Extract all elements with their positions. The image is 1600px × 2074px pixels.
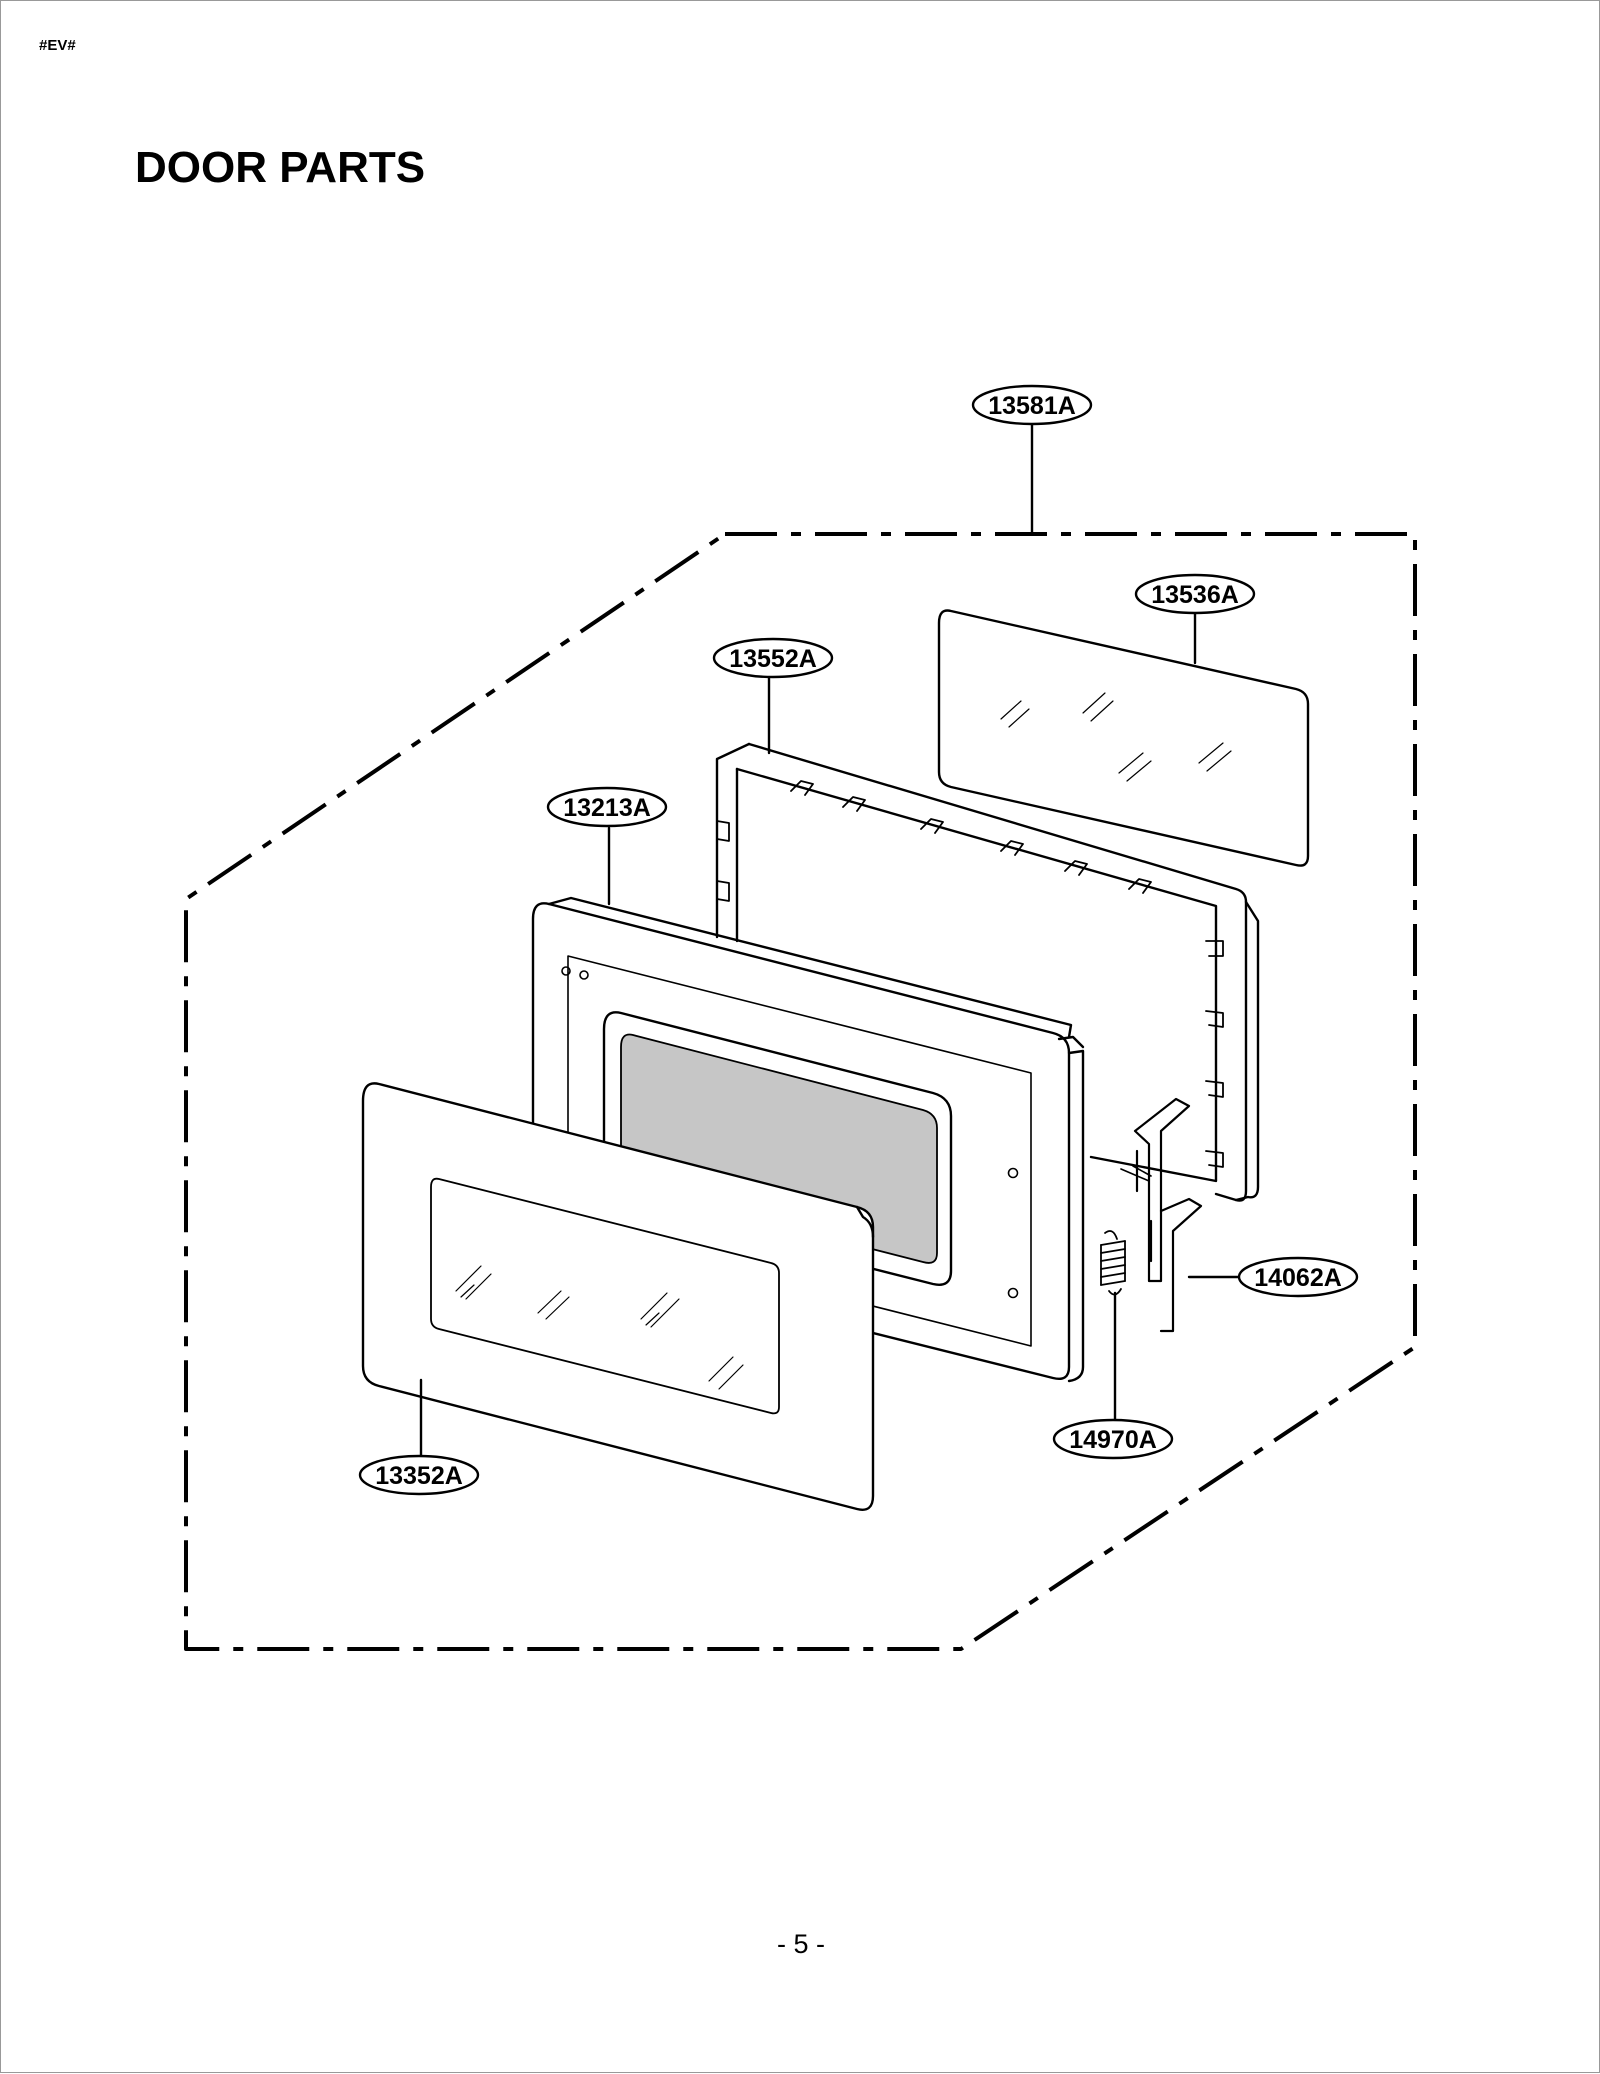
callout-13552A: 13552A (712, 637, 834, 679)
callout-label: 13552A (729, 645, 817, 673)
callout-13213A: 13213A (546, 786, 668, 828)
callout-13536A: 13536A (1134, 573, 1256, 615)
callout-13581A: 13581A (971, 384, 1093, 426)
spring-part (1100, 1230, 1126, 1296)
door-cover-part (361, 1082, 875, 1511)
callout-label: 13581A (988, 392, 1076, 420)
callout-label: 14970A (1069, 1426, 1157, 1454)
callout-14062A: 14062A (1237, 1256, 1359, 1298)
latch-part (1120, 1097, 1203, 1333)
page-number: - 5 - (776, 1929, 825, 1959)
page-title: DOOR PARTS (135, 143, 426, 192)
callout-14970A: 14970A (1052, 1418, 1174, 1460)
callout-label: 13536A (1151, 581, 1239, 609)
callout-label: 14062A (1254, 1264, 1342, 1292)
callout-13352A: 13352A (358, 1454, 480, 1496)
assembly-boundary (184, 532, 1417, 1651)
callout-label: 13352A (375, 1462, 463, 1490)
document-code: #EV# (39, 37, 76, 54)
door-frame-window (620, 1033, 938, 1264)
leader-lines (419, 422, 1243, 1458)
callout-label: 13213A (563, 794, 651, 822)
glass-window-part (937, 609, 1310, 867)
choke-cover-part (715, 742, 1260, 1202)
